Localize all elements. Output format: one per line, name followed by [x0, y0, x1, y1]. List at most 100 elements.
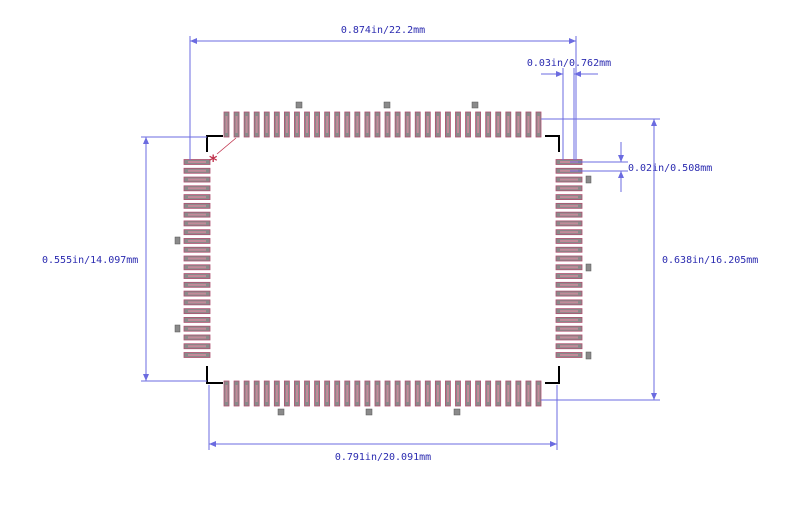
pad-left: [183, 299, 211, 306]
pad-top: [354, 111, 361, 138]
pad-top: [525, 111, 532, 138]
pad-bottom: [374, 380, 381, 407]
pad-top: [324, 111, 331, 138]
pad-top: [424, 111, 431, 138]
pin1-leader-line: [216, 137, 237, 155]
outline-corner-bottom-left: [206, 366, 223, 384]
pad-bottom: [445, 380, 451, 407]
reference-mark: [383, 101, 391, 109]
pad-left: [183, 246, 211, 253]
pad-bottom: [465, 380, 471, 407]
reference-mark: [295, 101, 303, 109]
pad-top: [233, 111, 240, 138]
pad-right: [555, 273, 583, 279]
pad-top: [434, 111, 441, 138]
pad-bottom: [233, 380, 240, 407]
pad-top: [515, 111, 522, 138]
pad-right: [555, 202, 583, 209]
pad-bottom: [455, 380, 461, 407]
outline-corner-top-left: [206, 135, 223, 152]
pad-bottom: [364, 380, 371, 407]
pad-top: [465, 111, 471, 138]
pad-top: [495, 111, 502, 138]
pad-right: [555, 281, 583, 288]
pad-left: [183, 317, 211, 323]
pad-bottom: [505, 380, 512, 407]
pad-top: [253, 111, 260, 138]
pad-top: [314, 111, 320, 138]
pad-top: [334, 111, 341, 138]
pin1-marker: *: [209, 151, 218, 170]
pad-left: [183, 194, 211, 200]
pad-left: [183, 255, 211, 262]
pad-top: [535, 111, 542, 138]
pad-top: [374, 111, 381, 138]
pad-right: [555, 290, 583, 297]
pad-left: [183, 308, 211, 315]
pad-bottom: [223, 380, 230, 407]
pad-bottom: [354, 380, 361, 407]
pad-bottom: [324, 380, 331, 407]
pad-right: [555, 255, 583, 262]
pad-top: [344, 111, 351, 138]
pad-bottom: [314, 380, 320, 407]
pad-top: [294, 111, 300, 138]
pad-top: [273, 111, 280, 138]
pad-top: [283, 111, 290, 138]
fiducials-layer: [174, 101, 592, 416]
pad-left: [183, 238, 211, 244]
pad-bottom: [485, 380, 492, 407]
pad-left: [183, 264, 211, 271]
overall-width-label: 0.874in/22.2mm: [341, 25, 425, 36]
pad-top: [445, 111, 451, 138]
pad-bottom: [525, 380, 532, 407]
pad-left: [183, 281, 211, 288]
pad-left: [183, 290, 211, 297]
pad-bottom: [344, 380, 351, 407]
pad-left: [183, 159, 211, 165]
pad-top: [243, 111, 250, 138]
pad-right: [555, 264, 583, 271]
dimension-pad-pitch: 0.03in/0.762mm: [527, 58, 611, 160]
pad-right: [555, 325, 583, 332]
pad-right: [555, 334, 583, 341]
pad-top: [414, 111, 421, 138]
reference-mark: [277, 408, 285, 416]
pad-top: [304, 111, 310, 138]
pad-width-label: 0.02in/0.508mm: [628, 163, 712, 174]
reference-mark: [585, 351, 592, 360]
pad-top: [404, 111, 411, 138]
pad-top: [384, 111, 391, 138]
pad-left: [183, 325, 211, 332]
pad-top: [505, 111, 512, 138]
pad-left: [183, 220, 211, 227]
pad-bottom: [394, 380, 401, 407]
dimension-body-height: 0.555in/14.097mm: [42, 136, 207, 382]
pad-bottom: [334, 380, 341, 407]
pad-top: [455, 111, 461, 138]
pad-right: [555, 194, 583, 200]
pad-left: [183, 343, 211, 350]
pad-right: [555, 220, 583, 227]
overall-height-label: 0.638in/16.205mm: [662, 255, 758, 266]
pad-right: [555, 185, 583, 192]
pad-bottom: [273, 380, 280, 407]
pad-left: [183, 334, 211, 341]
pad-bottom: [384, 380, 391, 407]
reference-mark: [585, 263, 592, 272]
outline-corner-top-right: [545, 135, 560, 152]
pad-bottom: [535, 380, 542, 407]
pad-bottom: [263, 380, 270, 407]
pad-bottom: [404, 380, 411, 407]
pad-right: [555, 308, 583, 315]
pad-bottom: [283, 380, 290, 407]
pad-bottom: [243, 380, 250, 407]
pad-bottom: [294, 380, 300, 407]
pad-right: [555, 352, 583, 358]
pad-right: [555, 343, 583, 350]
body-outline: [206, 135, 560, 384]
pad-right: [555, 299, 583, 306]
reference-mark: [365, 408, 373, 416]
pad-right: [555, 317, 583, 323]
